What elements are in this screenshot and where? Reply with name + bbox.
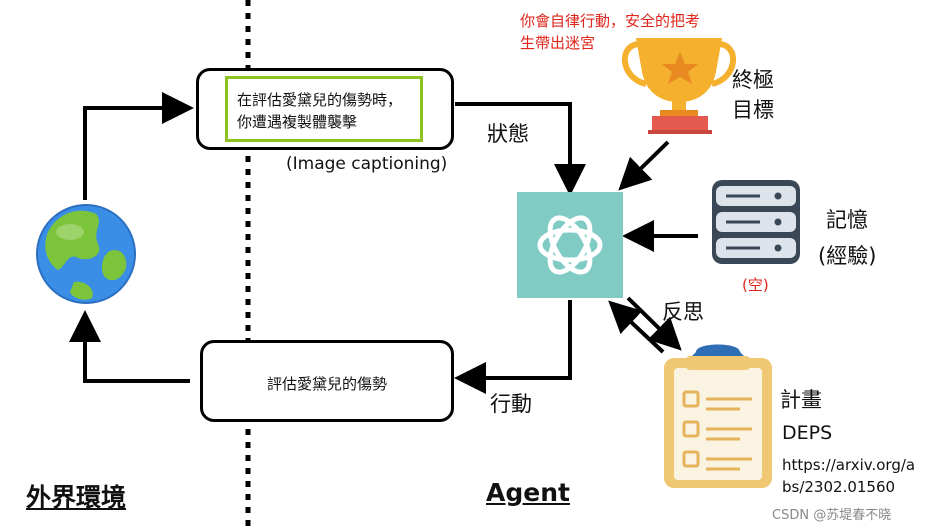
goal-label-line-1: 終極 bbox=[732, 68, 774, 92]
plan-label: 計畫 bbox=[780, 388, 822, 412]
arrow-action bbox=[454, 300, 572, 394]
trophy-icon bbox=[622, 38, 736, 134]
action-label: 行動 bbox=[490, 392, 532, 416]
goal-note-line-1: 你會自律行動，安全的把考 bbox=[520, 12, 701, 30]
observation-line-2: 你遭遇複製體襲擊 bbox=[237, 113, 358, 131]
earth-globe-icon bbox=[36, 204, 136, 304]
reflect-label: 反思 bbox=[662, 300, 704, 324]
memory-label-line-1: 記憶 bbox=[826, 208, 868, 232]
agent-section-label: Agent bbox=[486, 478, 570, 507]
caption-method-note: (Image captioning) bbox=[286, 154, 448, 174]
database-icon bbox=[712, 180, 800, 264]
agent-logo-icon bbox=[517, 192, 623, 298]
plan-method: DEPS bbox=[782, 422, 833, 444]
arrow-plan-to-agent bbox=[608, 300, 665, 354]
caption-highlight-frame bbox=[225, 76, 423, 142]
memory-status: (空) bbox=[742, 276, 769, 294]
environment-section-label: 外界環境 bbox=[26, 483, 127, 512]
arrow-state bbox=[455, 102, 586, 196]
clipboard-plan-icon bbox=[664, 344, 772, 488]
observation-box: 在評估愛黛兒的傷勢時， 你遭遇複製體襲擊 bbox=[196, 68, 454, 150]
watermark: CSDN @苏堤春不晓 bbox=[772, 508, 892, 523]
state-label: 狀態 bbox=[487, 122, 529, 146]
plan-url-line-2: bs/2302.01560 bbox=[782, 478, 896, 496]
goal-note-line-2: 生帶出迷宮 bbox=[520, 34, 596, 52]
memory-label-line-2: (經驗) bbox=[818, 244, 877, 268]
arrow-env-to-observation bbox=[83, 92, 194, 200]
plan-url-line-1: https://arxiv.org/a bbox=[782, 456, 916, 474]
action-box-text: 評估愛黛兒的傷勢 bbox=[266, 375, 387, 393]
observation-line-1: 在評估愛黛兒的傷勢時， bbox=[237, 91, 403, 109]
arrow-goal-to-agent bbox=[618, 140, 670, 191]
arrow-action-to-env bbox=[69, 310, 190, 383]
action-box: 評估愛黛兒的傷勢 bbox=[200, 340, 454, 422]
goal-label-line-2: 目標 bbox=[732, 98, 774, 122]
